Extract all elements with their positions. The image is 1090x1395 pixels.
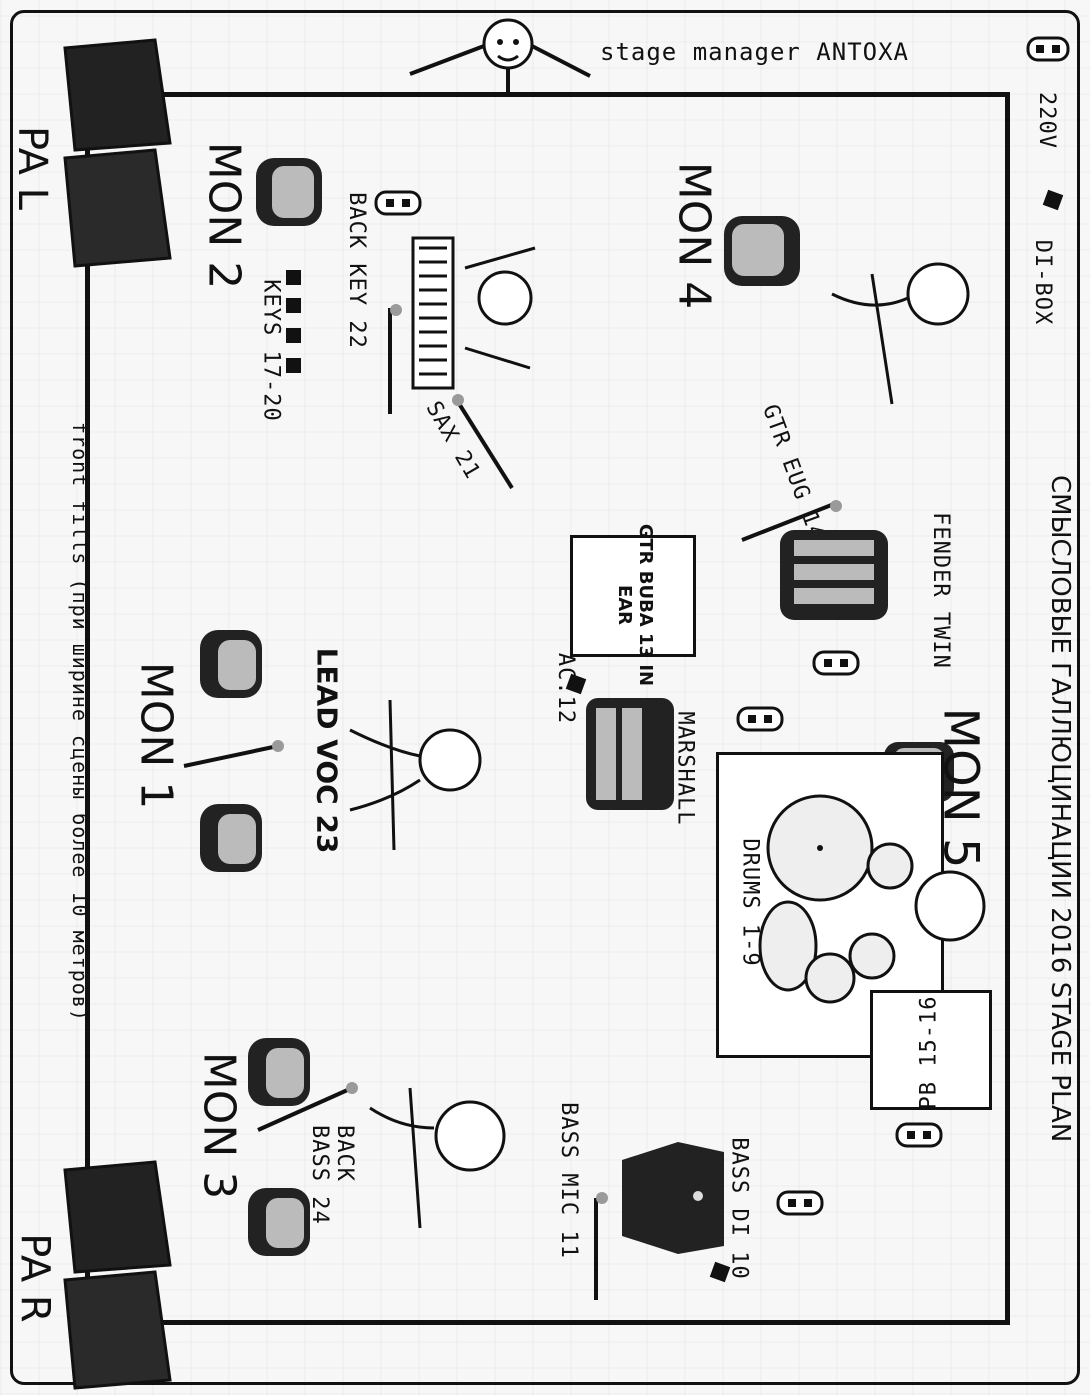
bass-cabinet <box>618 1138 728 1258</box>
pa-left-label: PA L <box>9 126 55 210</box>
pb-label: PB 15-16 <box>916 996 941 1110</box>
legend-power-label: 220V <box>1034 92 1059 149</box>
monitor-wedge-1a <box>196 626 266 702</box>
monitor-wedge-4 <box>718 210 808 290</box>
back-bass-mic-stand <box>252 1080 362 1140</box>
legend-dibox-label: DI-BOX <box>1030 240 1055 325</box>
pa-right-label: PA R <box>12 1233 58 1322</box>
power-outlet-bass <box>776 1190 824 1216</box>
keys-di-box-icons <box>282 268 306 378</box>
monitor-wedge-1b <box>196 800 266 876</box>
mon4-label: MON 4 <box>668 162 719 310</box>
stage-manager-label: stage manager ANTOXA <box>600 38 909 66</box>
power-outlet-marshall <box>736 706 784 732</box>
keyboard-player <box>405 228 545 388</box>
fender-twin-label: FENDER TWIN <box>928 512 953 669</box>
front-fills-note: front fills (при ширине сцены более 10 м… <box>68 422 92 982</box>
mon3-label: MON 3 <box>193 1052 244 1200</box>
lead-vocalist <box>330 690 490 860</box>
power-outlet-fender <box>812 650 860 676</box>
keys-label: KEYS 17-20 <box>259 279 284 421</box>
guitarist-eug <box>812 254 972 404</box>
gtr-buba-label: GTR BUBA 13 IN EAR <box>614 510 656 700</box>
back-bass-label: BACK BASS 24 <box>307 1125 357 1245</box>
pa-left-speakers <box>55 38 175 268</box>
power-outlet-icon <box>1026 36 1070 62</box>
drums-label: DRUMS 1-9 <box>738 838 763 966</box>
monitor-wedge-2 <box>250 152 330 232</box>
lead-voc-mic-stand <box>178 736 288 776</box>
power-outlet-drums <box>895 1122 943 1148</box>
pa-right-speakers <box>55 1160 175 1390</box>
bass-mic-stand <box>576 1190 616 1310</box>
bass-di-label: BASS DI 10 <box>727 1137 752 1279</box>
power-outlet-keys <box>374 190 422 216</box>
marshall-amp <box>582 694 682 814</box>
fender-twin-amp <box>776 526 896 626</box>
mon2-label: MON 2 <box>198 142 249 290</box>
back-key-label: BACK KEY 22 <box>344 192 369 349</box>
ac-di-box-icon <box>566 674 588 696</box>
back-key-mic-stand <box>370 304 410 424</box>
bass-di-box-icon <box>710 1262 732 1284</box>
stage-manager-figure <box>400 4 600 94</box>
marshall-label: MARSHALL <box>672 712 697 826</box>
di-box-icon <box>1043 190 1065 212</box>
mon1-label: MON 1 <box>130 662 181 810</box>
monitor-wedge-3b <box>244 1184 314 1260</box>
stage-plan-title: СМЫСЛОВЫЕ ГАЛЛЮЦИНАЦИИ 2016 STAGE PLAN <box>1045 475 1075 1115</box>
bassist <box>360 1078 520 1238</box>
lead-voc-label: LEAD VOC 23 <box>310 648 343 854</box>
